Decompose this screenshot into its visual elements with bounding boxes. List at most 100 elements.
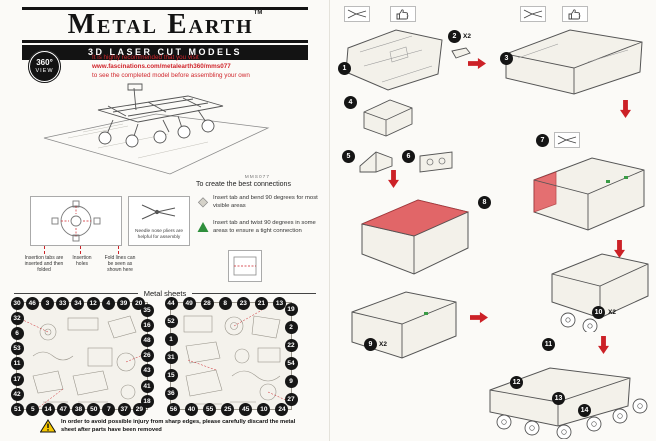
part-number-badge: 17 bbox=[10, 372, 24, 386]
connection-instructions: Insert tab and bend 90 degrees for most … bbox=[197, 195, 319, 245]
step-1-part-diagram bbox=[342, 24, 447, 99]
part-number-badge: 33 bbox=[56, 296, 70, 310]
part-number-badge: 26 bbox=[140, 349, 154, 363]
part-number-badge: 50 bbox=[87, 402, 101, 416]
page-fold-divider bbox=[329, 0, 330, 441]
part-number-badge: 30 bbox=[10, 296, 24, 310]
part-number-badge: 51 bbox=[11, 402, 25, 416]
logo-bottom-bar bbox=[22, 39, 308, 43]
part-number-badge: 19 bbox=[284, 303, 298, 317]
red-arrow-icon bbox=[598, 336, 609, 354]
visit-note-line3: to see the completed model before assemb… bbox=[92, 72, 250, 80]
part-number-badge: 7 bbox=[102, 402, 116, 416]
leader-line bbox=[80, 246, 81, 254]
360-view-badge: 360° VIEW bbox=[28, 50, 61, 83]
step-7-assembly-diagram bbox=[526, 150, 650, 243]
360-badge-number: 360° bbox=[36, 58, 53, 68]
bend-instruction-text: Insert tab and bend 90 degrees for most … bbox=[213, 195, 318, 209]
brand-title: Metal Earth bbox=[67, 8, 254, 40]
pliers-icon bbox=[554, 132, 580, 148]
step-10-badge: 10 bbox=[592, 306, 605, 319]
step-14-badge: 14 bbox=[578, 404, 591, 417]
warning-text: In order to avoid possible injury from s… bbox=[61, 419, 296, 433]
part-number-badge: 42 bbox=[10, 387, 24, 401]
part-number-badge: 24 bbox=[275, 402, 289, 416]
leader-line bbox=[44, 246, 45, 254]
step-2-badge: 2 bbox=[448, 30, 461, 43]
part-number-badge: 3 bbox=[40, 296, 54, 310]
bend-tab-icon bbox=[197, 195, 209, 213]
360-badge-view-label: VIEW bbox=[35, 67, 54, 74]
logo-top-bar bbox=[22, 7, 308, 10]
part-number-badge: 47 bbox=[56, 402, 70, 416]
model-number-caption: MMS077 bbox=[244, 175, 270, 180]
part-number-badge: 27 bbox=[284, 393, 298, 407]
bend-instruction: Insert tab and bend 90 degrees for most … bbox=[197, 195, 319, 213]
pliers-tip-box: Needle nose pliers are helpful for assem… bbox=[128, 196, 190, 246]
part-number-badge: 6 bbox=[10, 326, 24, 340]
red-arrow-icon bbox=[468, 58, 486, 69]
step-9-part-diagram bbox=[344, 284, 462, 371]
step-6-part-diagram bbox=[416, 146, 456, 181]
sharp-edges-warning: In order to avoid possible injury from s… bbox=[39, 419, 302, 438]
part-number-badge: 48 bbox=[140, 333, 154, 347]
visit-note-line1: It is highly recommended that you visit bbox=[92, 54, 199, 61]
step-11-badge: 11 bbox=[542, 338, 555, 351]
part-number-badge: 32 bbox=[10, 311, 24, 325]
part-number-badge: 14 bbox=[41, 402, 55, 416]
step-8-part-diagram bbox=[354, 190, 474, 287]
step-5-badge: 5 bbox=[342, 150, 355, 163]
part-number-badge: 8 bbox=[218, 296, 232, 310]
part-number-badge: 43 bbox=[140, 364, 154, 378]
brand-subtitle: 3D LASER CUT MODELS bbox=[87, 46, 242, 57]
step-2-part-diagram bbox=[450, 46, 472, 65]
brand-logo: Metal EarthTM 3D LASER CUT MODELS bbox=[22, 7, 308, 60]
part-number-badge: 1 bbox=[164, 332, 178, 346]
part-number-badge: 9 bbox=[284, 375, 298, 389]
visit-recommendation-note: It is highly recommended that you visit … bbox=[92, 53, 297, 80]
part-number-badge: 13 bbox=[272, 296, 286, 310]
left-page: Metal EarthTM 3D LASER CUT MODELS 360° V… bbox=[0, 7, 330, 438]
insertion-tabs-label: Insertion tabs are inserted and then fol… bbox=[24, 255, 64, 273]
warning-triangle-icon bbox=[39, 419, 57, 438]
step-8-badge: 8 bbox=[478, 196, 491, 209]
step-2-quantity: X2 bbox=[463, 33, 471, 40]
red-arrow-icon bbox=[388, 170, 399, 188]
step-9-quantity: X2 bbox=[379, 341, 387, 348]
step-13-badge: 13 bbox=[552, 392, 565, 405]
part-number-badge: 41 bbox=[140, 379, 154, 393]
part-number-badge: 15 bbox=[164, 368, 178, 382]
part-number-badge: 53 bbox=[10, 342, 24, 356]
header-rule-left bbox=[14, 293, 138, 294]
red-arrow-icon bbox=[620, 100, 631, 118]
red-arrow-icon bbox=[470, 312, 488, 323]
step-10-quantity: X2 bbox=[608, 309, 616, 316]
part-number-badge: 29 bbox=[132, 402, 146, 416]
step-4-part-diagram bbox=[360, 96, 415, 143]
pliers-note-text: Needle nose pliers are helpful for assem… bbox=[135, 228, 183, 240]
part-number-badge: 23 bbox=[236, 296, 250, 310]
part-number-badge: 34 bbox=[71, 296, 85, 310]
part-number-badge: 21 bbox=[254, 296, 268, 310]
part-number-badge: 31 bbox=[164, 350, 178, 364]
metal-sheets-heading: Metal sheets bbox=[143, 289, 187, 298]
part-number-badge: 45 bbox=[239, 402, 253, 416]
red-arrow-icon bbox=[614, 240, 625, 258]
connector-part-diagram bbox=[30, 196, 122, 246]
part-number-badge: 37 bbox=[117, 402, 131, 416]
part-number-badge: 10 bbox=[257, 402, 271, 416]
part-number-badge: 46 bbox=[25, 296, 39, 310]
rover-model-illustration: MMS077 bbox=[38, 76, 276, 180]
step-3-part-diagram bbox=[498, 22, 648, 102]
fold-line-example-box bbox=[228, 250, 262, 282]
part-number-badge: 2 bbox=[284, 321, 298, 335]
right-page: 1 2 X2 3 4 bbox=[330, 0, 656, 441]
metal-sheets-header: Metal sheets bbox=[0, 289, 330, 298]
leader-line bbox=[118, 246, 119, 254]
step-10-part-diagram bbox=[546, 246, 654, 337]
part-number-badge: 49 bbox=[182, 296, 196, 310]
part-number-badge: 54 bbox=[284, 357, 298, 371]
connections-heading: To create the best connections bbox=[196, 181, 291, 188]
part-number-badge: 36 bbox=[164, 386, 178, 400]
